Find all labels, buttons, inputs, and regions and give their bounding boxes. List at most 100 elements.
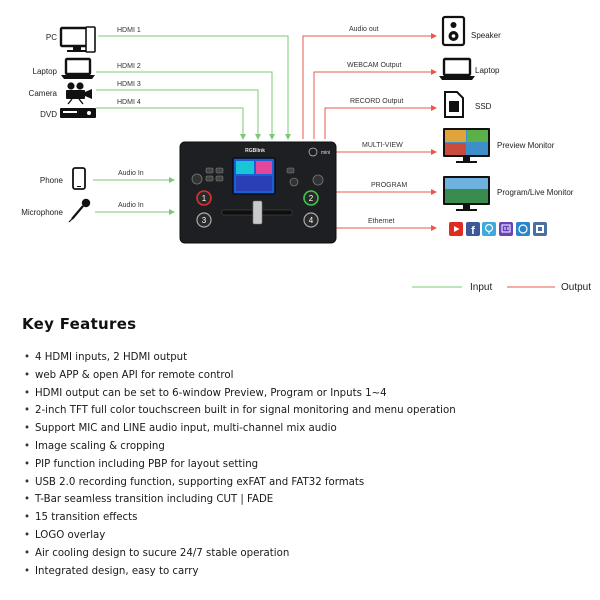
feature-item: • Image scaling & cropping xyxy=(24,438,594,456)
twitch-icon xyxy=(499,222,513,236)
bullet-icon: • xyxy=(24,423,31,435)
pc-icon xyxy=(59,26,96,53)
feature-text: Integrated design, easy to carry xyxy=(35,565,199,577)
svg-text:1: 1 xyxy=(202,194,207,203)
program-label: PROGRAM xyxy=(371,182,407,189)
hdmi4-line xyxy=(96,107,246,140)
bullet-icon: • xyxy=(24,387,31,399)
laptop-output-icon xyxy=(439,57,475,80)
audio-out-label: Audio out xyxy=(349,26,379,33)
key-features-section: Key Features • 4 HDMI inputs, 2 HDMI outp… xyxy=(0,312,600,600)
feature-text: web APP & open API for remote control xyxy=(35,369,234,381)
source-button-3-icon xyxy=(196,212,212,228)
feature-text: LOGO overlay xyxy=(35,529,106,541)
webcam-output-label: WEBCAM Output xyxy=(347,62,402,69)
hdmi1-label: HDMI 1 xyxy=(117,27,141,34)
facebook-icon: f xyxy=(466,222,480,237)
feature-text: T-Bar seamless transition including CUT … xyxy=(35,494,274,506)
preview-monitor-icon xyxy=(443,128,490,163)
feature-item: • 15 transition effects xyxy=(24,509,594,527)
source-button-2-icon xyxy=(303,190,319,206)
feature-text: 4 HDMI inputs, 2 HDMI output xyxy=(35,352,188,363)
feature-item: • USB 2.0 recording function, supporting … xyxy=(24,474,594,492)
bullet-icon: • xyxy=(24,476,31,488)
hdmi3-label: HDMI 3 xyxy=(117,81,141,88)
hdmi2-line xyxy=(96,71,275,140)
ethernet-label: Ethernet xyxy=(368,218,395,225)
bullet-icon: • xyxy=(24,352,31,363)
periscope-icon xyxy=(482,222,496,236)
feature-text: PIP function including PBP for layout se… xyxy=(35,458,259,470)
camera-icon xyxy=(66,82,92,105)
laptop-output-label: Laptop xyxy=(475,66,500,75)
svg-text:f: f xyxy=(471,225,475,237)
hdmi2-label: HDMI 2 xyxy=(117,63,141,70)
preview-monitor-label: Preview Monitor xyxy=(497,141,555,150)
webcam-output-line xyxy=(313,69,437,139)
bullet-icon: • xyxy=(24,512,31,524)
record-output-label: RECORD Output xyxy=(350,98,403,105)
speaker-icon xyxy=(441,15,466,47)
multi-view-label: MULTI-VIEW xyxy=(362,142,403,149)
video-switcher-device: RGBlink mini 1 3 2 4 xyxy=(179,141,337,244)
bullet-icon: • xyxy=(24,440,31,452)
dvd-label: DVD xyxy=(40,110,57,119)
feature-text: 2-inch TFT full color touchscreen built … xyxy=(35,405,456,417)
feature-item: • LOGO overlay xyxy=(24,527,594,545)
laptop-input-icon xyxy=(61,57,95,79)
feature-text: HDMI output can be set to 6-window Previ… xyxy=(35,387,387,399)
bullet-icon: • xyxy=(24,529,31,541)
feature-item: • PIP function including PBP for layout s… xyxy=(24,456,594,474)
source-button-1-icon xyxy=(196,190,212,206)
bullet-icon: • xyxy=(24,494,31,506)
camera-label: Camera xyxy=(29,89,58,98)
phone-icon xyxy=(72,167,86,190)
audio-in-2-label: Audio In xyxy=(118,202,144,209)
audio-in-1-label: Audio In xyxy=(118,170,144,177)
device-logo-icon: mini xyxy=(308,147,330,157)
ustream-icon xyxy=(516,222,530,236)
left-knob-icon xyxy=(191,173,203,185)
dvd-icon xyxy=(60,108,96,118)
feature-text: 15 transition effects xyxy=(35,512,138,524)
ssd-label: SSD xyxy=(475,102,492,111)
laptop-input-label: Laptop xyxy=(33,67,58,76)
feature-item: • 2-inch TFT full color touchscreen built… xyxy=(24,402,594,420)
feature-text: Air cooling design to sucure 24/7 stable… xyxy=(35,547,290,559)
microphone-icon xyxy=(68,198,91,223)
key-features-title: Key Features xyxy=(22,315,137,333)
feature-item: • web APP & open API for remote control xyxy=(24,367,594,385)
svg-text:4: 4 xyxy=(309,216,314,225)
program-monitor-icon xyxy=(443,176,490,211)
feature-text: Image scaling & cropping xyxy=(35,440,165,452)
feature-text: Support MIC and LINE audio input, multi-… xyxy=(35,423,337,435)
streaming-platform-icons: f xyxy=(449,222,547,237)
pc-label: PC xyxy=(46,33,57,42)
phone-label: Phone xyxy=(40,176,64,185)
key-features-list: • 4 HDMI inputs, 2 HDMI output • web APP &… xyxy=(24,349,594,580)
microphone-label: Microphone xyxy=(21,208,63,217)
right-knob-icon xyxy=(312,174,324,186)
bullet-icon: • xyxy=(24,547,31,559)
feature-item: • Air cooling design to sucure 24/7 stabl… xyxy=(24,545,594,563)
output-lines xyxy=(302,33,437,231)
bullet-icon: • xyxy=(24,405,31,417)
hdmi3-line xyxy=(96,89,261,140)
vk-icon xyxy=(533,222,547,236)
feature-item: • HDMI output can be set to 6-window Prev… xyxy=(24,385,594,403)
bullet-icon: • xyxy=(24,565,31,577)
audio-out-line xyxy=(302,33,437,139)
feature-text: USB 2.0 recording function, supporting e… xyxy=(35,476,365,488)
t-bar-handle-icon xyxy=(252,200,263,225)
connection-diagram: HDMI 1 HDMI 2 HDMI 3 HDMI 4 Audio In Aud… xyxy=(21,15,591,293)
bullet-icon: • xyxy=(24,369,31,381)
source-button-4-icon xyxy=(303,212,319,228)
legend: Input Output xyxy=(412,282,591,293)
program-monitor-label: Program/Live Monitor xyxy=(497,188,574,197)
svg-text:3: 3 xyxy=(202,216,207,225)
device-brand: RGBlink xyxy=(245,148,265,154)
hdmi4-label: HDMI 4 xyxy=(117,99,141,106)
bullet-icon: • xyxy=(24,458,31,470)
device-model: mini xyxy=(321,150,330,156)
ssd-icon xyxy=(444,91,464,118)
